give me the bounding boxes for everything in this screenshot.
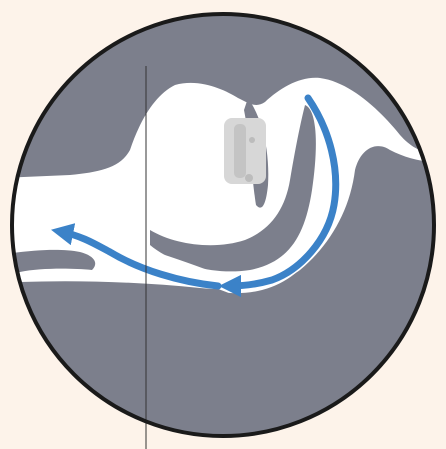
oral-appliance-icon — [224, 118, 266, 184]
